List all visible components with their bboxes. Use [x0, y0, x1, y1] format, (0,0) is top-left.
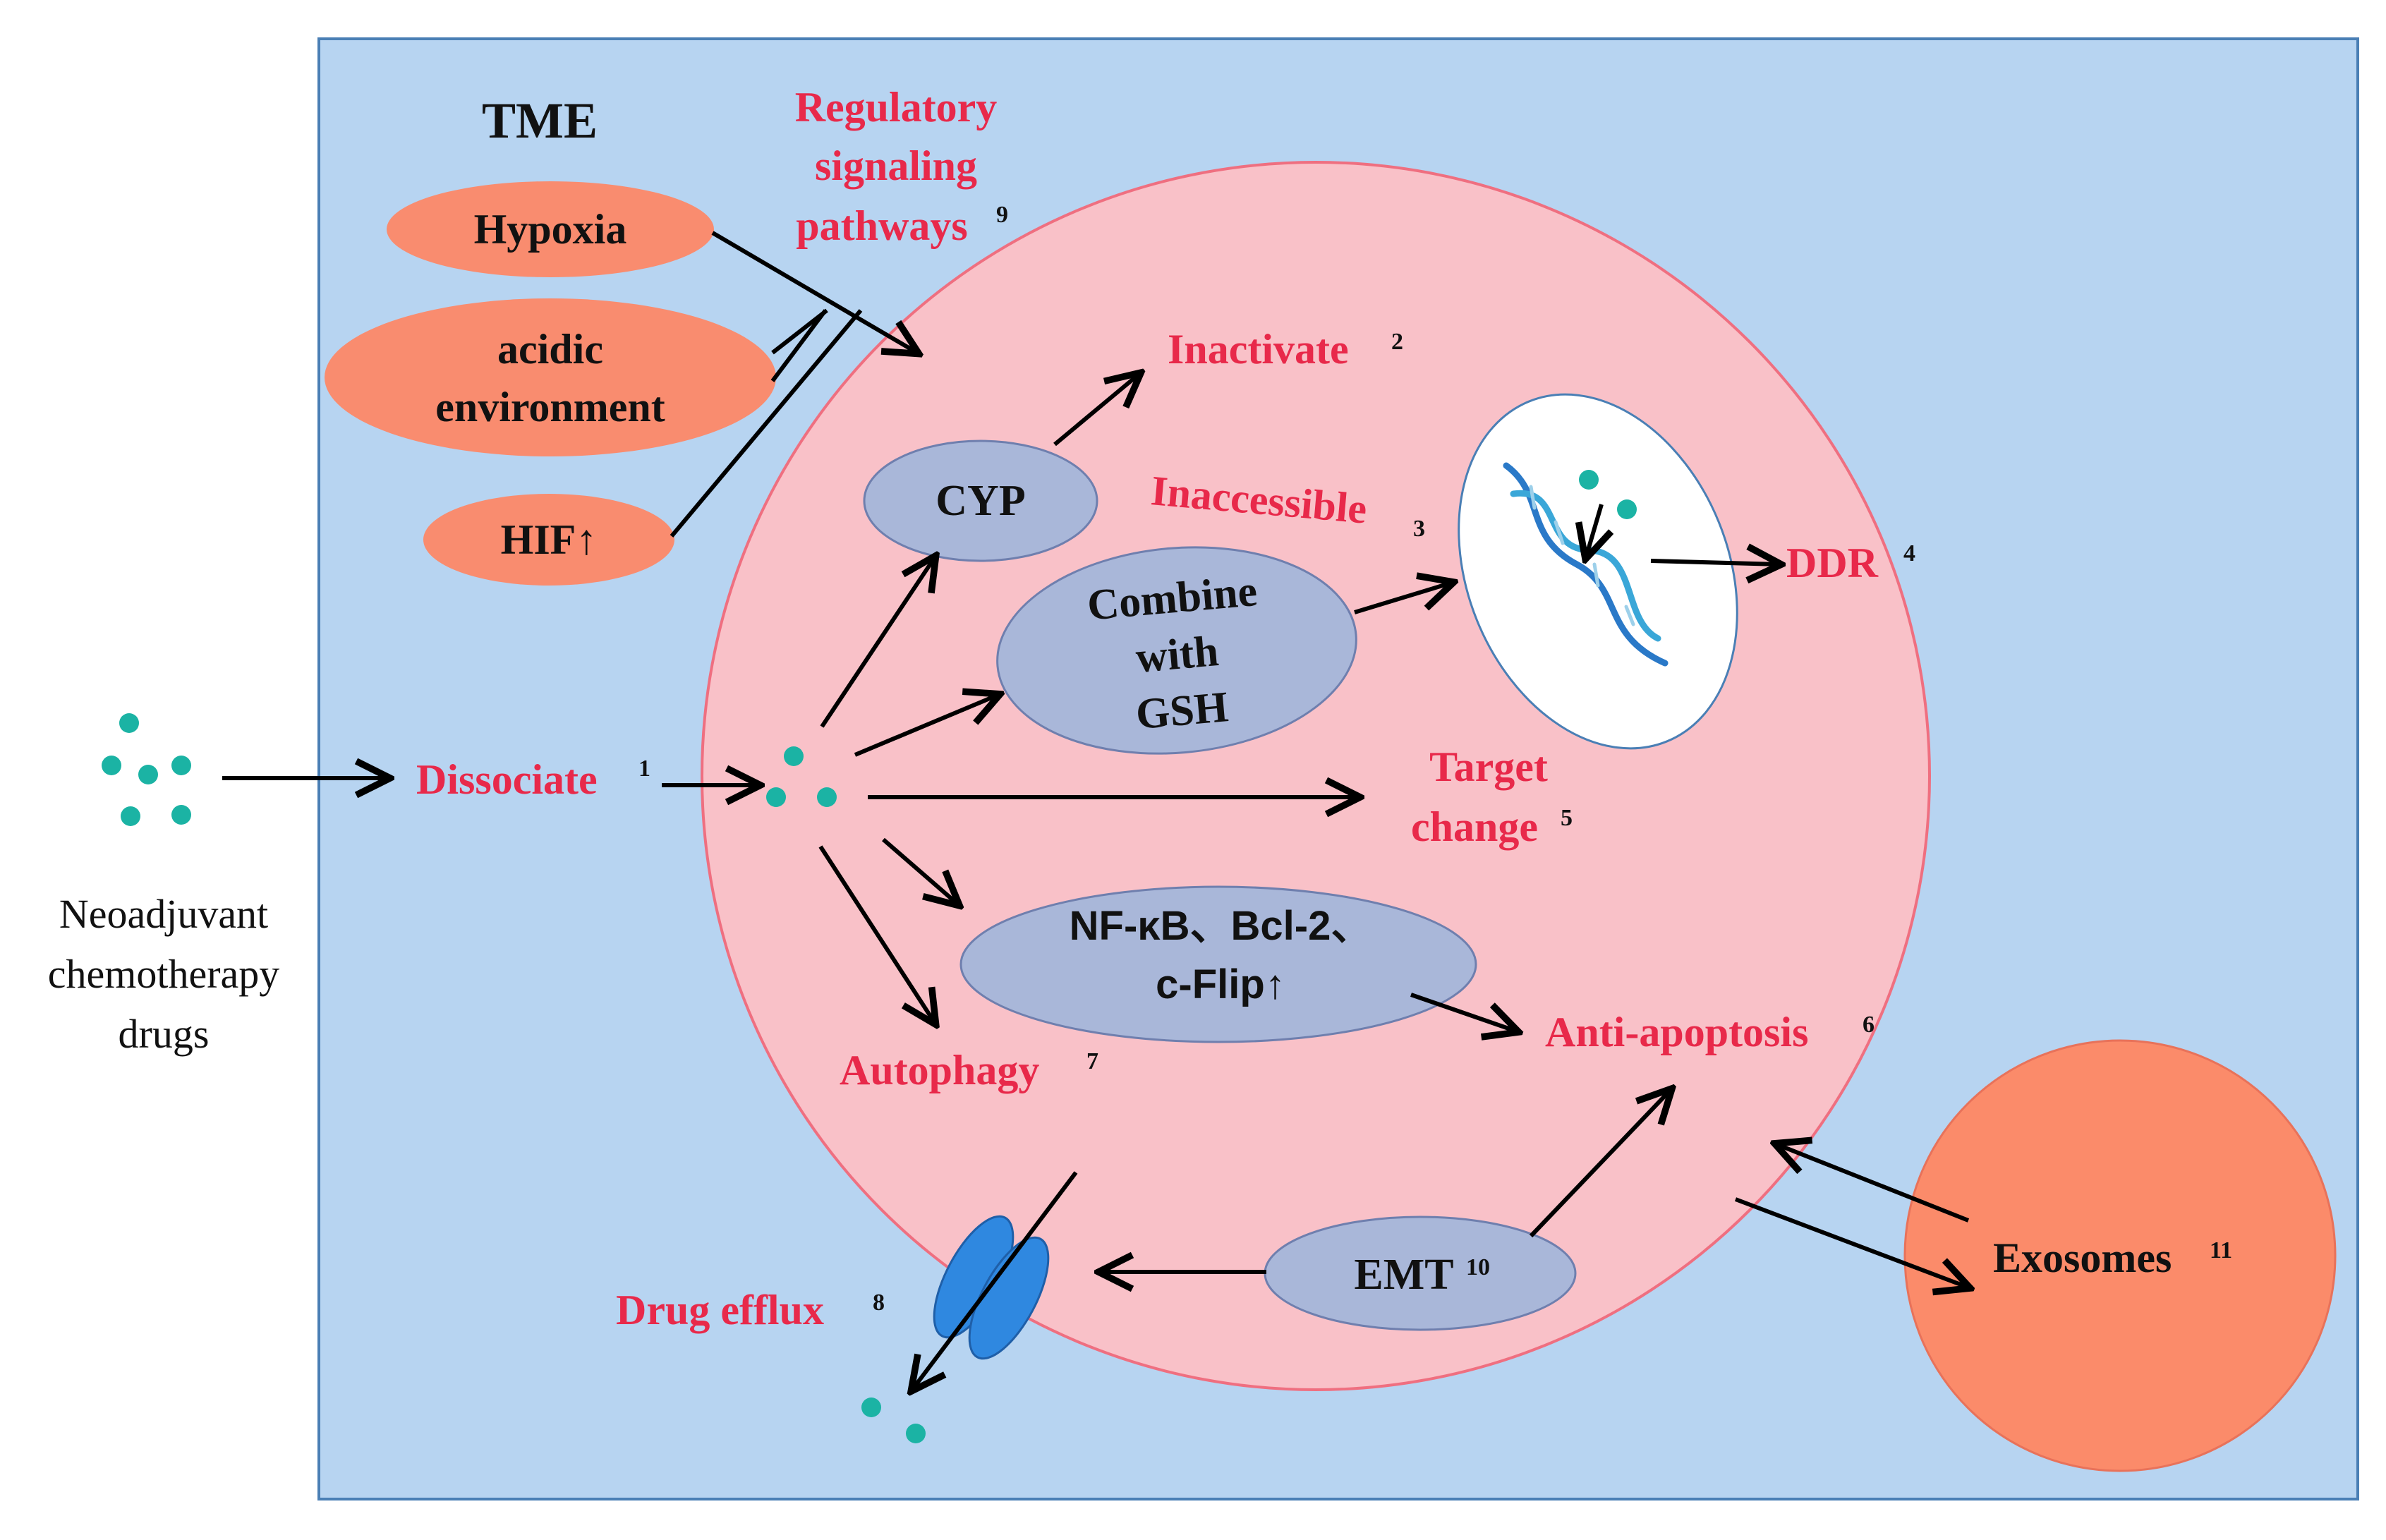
anti-apoptosis-ref: 6 [1863, 1012, 1875, 1038]
hif-label: HIF↑ [501, 516, 598, 563]
drug-dot [1617, 499, 1637, 519]
autophagy-label: Autophagy [840, 1047, 1039, 1093]
dissociate-ref: 1 [638, 756, 650, 782]
arrow-gsh-to-dna [1354, 583, 1452, 614]
inaccessible-ref: 3 [1413, 516, 1425, 542]
inactivate-label: Inactivate [1168, 326, 1349, 372]
drugs-label-line2: chemotherapy [48, 951, 280, 997]
drug-dot [171, 756, 191, 775]
arrow-to-cyp [820, 557, 935, 728]
target-change-ref: 5 [1561, 805, 1573, 831]
drug-dot [1579, 470, 1599, 490]
arrow-dna-inward [1586, 504, 1601, 557]
gsh-label-line3: GSH [1134, 683, 1230, 739]
arrow-cell-to-exosomes [1734, 1197, 1968, 1287]
target-change-line1: Target [1429, 744, 1548, 790]
regulatory-ref: 9 [996, 202, 1008, 228]
cyp-label: CYP [935, 477, 1025, 525]
gsh-node [996, 546, 1357, 755]
arrows [222, 231, 1970, 1390]
inactivate-ref: 2 [1391, 329, 1403, 355]
ddr-label: DDR [1786, 540, 1879, 586]
drug-efflux-label: Drug efflux [616, 1287, 824, 1333]
drugs-label-line1: Neoadjuvant [59, 891, 268, 937]
drug-dot [102, 756, 121, 775]
intracellular-drug-dots [766, 746, 837, 807]
arrow-to-nfkb [882, 837, 958, 904]
nfkb-label-line1: NF-κB、Bcl-2、 [1070, 903, 1372, 949]
tme-connector-lines [670, 308, 863, 538]
drug-dot [784, 746, 804, 766]
drug-dot [121, 806, 140, 826]
drug-efflux-ref: 8 [873, 1290, 885, 1316]
arrow-efflux-out [912, 1171, 1078, 1390]
efflux-transporter-icon [933, 1215, 1050, 1360]
arrow-nfkb-to-anti-apoptosis [1410, 993, 1517, 1031]
drug-dot [766, 787, 786, 807]
arrow-cyp-to-inactivate [1053, 374, 1139, 447]
drug-dot [817, 787, 837, 807]
cyp-node [863, 439, 1098, 562]
effluxed-drug-dots [861, 1397, 926, 1443]
hif-node [423, 494, 674, 586]
exosomes-ref: 11 [2210, 1237, 2232, 1263]
drug-dot [138, 765, 158, 784]
arrow-to-gsh [854, 695, 998, 757]
hypoxia-node [387, 181, 714, 277]
neoadjuvant-drug-dots [102, 713, 191, 826]
anti-apoptosis-label: Anti-apoptosis [1545, 1009, 1808, 1055]
emt-ref: 10 [1466, 1254, 1490, 1280]
emt-label: EMT [1354, 1251, 1453, 1299]
acidic-label-line1: acidic [497, 326, 603, 372]
ddr-ref: 4 [1903, 540, 1915, 566]
tme-title: TME [482, 92, 598, 149]
exosomes-label: Exosomes [1993, 1235, 2172, 1281]
regulatory-label-line3: pathways [796, 202, 967, 249]
hypoxia-label: Hypoxia [474, 206, 627, 253]
gsh-label-line2: with [1134, 627, 1221, 682]
drugs-label-line3: drugs [119, 1011, 210, 1057]
acidic-environment-node [325, 298, 776, 456]
nfkb-label-line2: c-Flip↑ [1156, 962, 1285, 1007]
exosomes-circle [1903, 1039, 2337, 1472]
drug-dot [906, 1424, 926, 1443]
drug-dot [861, 1397, 881, 1417]
drug-dot [171, 805, 191, 825]
drug-dot [119, 713, 139, 733]
arrow-dna-to-ddr [1650, 561, 1779, 564]
acidic-label-line2: environment [435, 384, 665, 430]
arrow-emt-to-anti-apoptosis [1529, 1090, 1671, 1238]
dissociate-label: Dissociate [416, 756, 598, 803]
target-change-line2: change [1411, 804, 1538, 850]
arrow-to-autophagy [818, 845, 935, 1023]
nfkb-node [959, 885, 1477, 1043]
autophagy-ref: 7 [1086, 1048, 1098, 1074]
regulatory-label-line1: Regulatory [795, 84, 998, 131]
arrow-exosomes-to-cell [1776, 1144, 1970, 1223]
regulatory-label-line2: signaling [815, 143, 977, 189]
arrow-hypoxia-to-pathways [711, 231, 917, 353]
